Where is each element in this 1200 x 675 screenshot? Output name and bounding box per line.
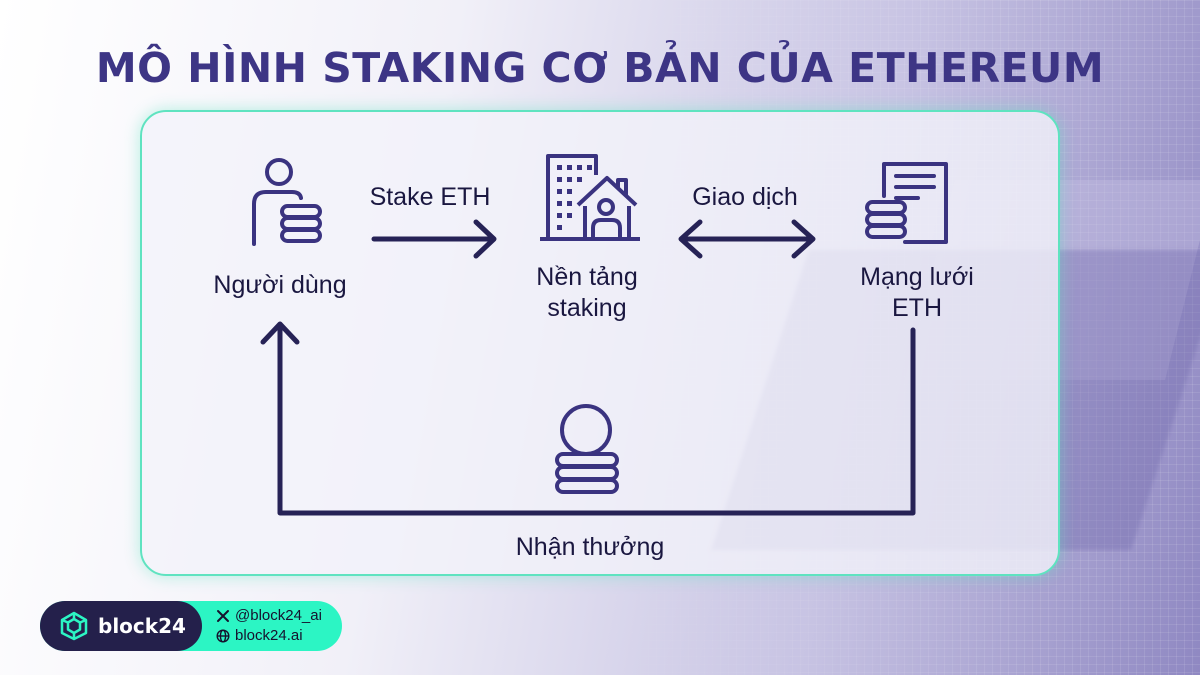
node-label-user: Người dùng: [213, 271, 347, 299]
page-title: MÔ HÌNH STAKING CƠ BẢN CỦA ETHEREUM: [95, 44, 1105, 92]
x-handle-link[interactable]: @block24_ai: [216, 607, 322, 624]
website-text: block24.ai: [235, 627, 303, 644]
x-handle-text: @block24_ai: [235, 607, 322, 624]
node-label-platform-line1: Nền tảng: [536, 263, 638, 291]
brand-name: block24: [98, 614, 186, 638]
node-label-network-line2: ETH: [892, 294, 942, 322]
globe-icon: [216, 628, 230, 643]
reward-arrow: [260, 321, 916, 516]
document-with-coins-icon: [865, 162, 948, 244]
node-label-network: Mạng lưới ETH: [817, 262, 1017, 324]
cube-logo-icon: [60, 611, 88, 641]
edge-label-reward: Nhận thưởng: [515, 533, 665, 561]
coin-stack-icon: [555, 404, 619, 494]
transaction-arrow: [678, 219, 816, 259]
user-with-coins-icon: [252, 158, 322, 246]
edge-label-stake: Stake ETH: [369, 183, 491, 211]
node-label-platform: Nền tảng staking: [497, 262, 677, 324]
stake-arrow: [371, 219, 497, 259]
x-logo-icon: [217, 609, 229, 622]
node-label-network-line1: Mạng lưới: [860, 263, 974, 291]
website-link[interactable]: block24.ai: [216, 627, 303, 644]
node-label-platform-line2: staking: [547, 294, 627, 322]
edge-label-transaction: Giao dịch: [692, 183, 798, 211]
building-with-house-icon: [540, 154, 640, 241]
brand-logo[interactable]: block24: [40, 601, 202, 651]
